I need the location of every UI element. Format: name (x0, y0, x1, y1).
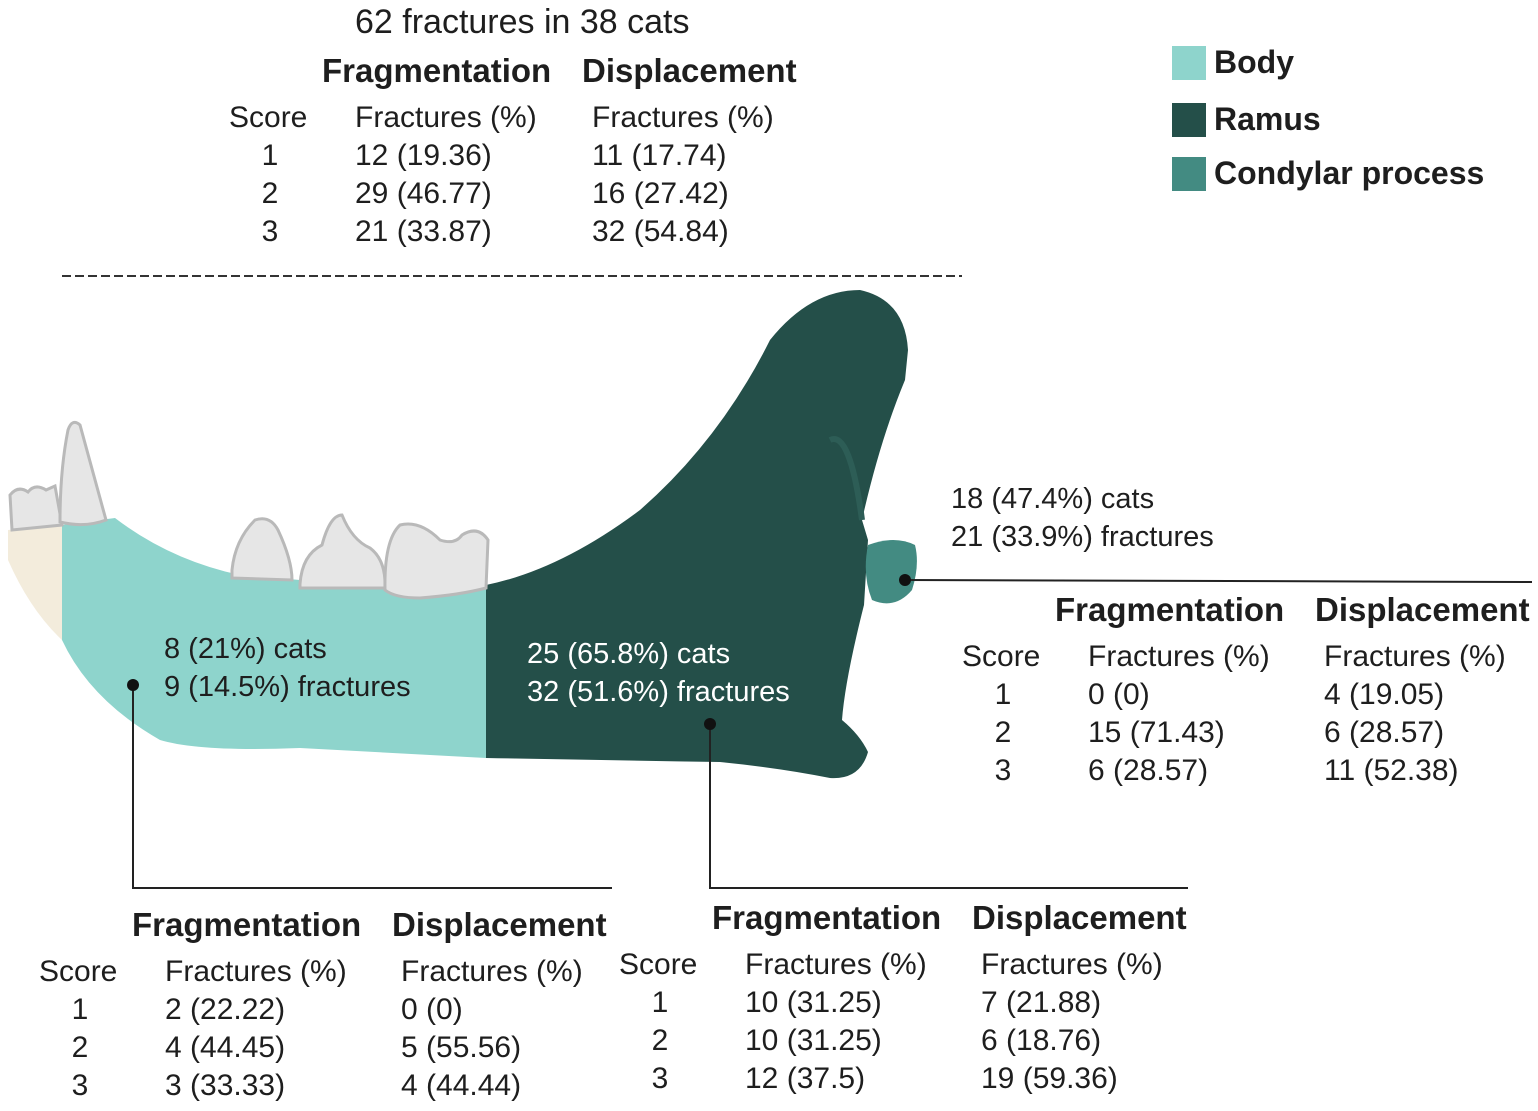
condylar-cats-label: 18 (47.4%) cats (951, 483, 1155, 515)
table-cell: 2 (651, 1024, 669, 1057)
condylar-score-header: Score (962, 640, 1041, 673)
table-cell: 10 (31.25) (745, 986, 882, 1019)
table-cell: 10 (31.25) (745, 1024, 882, 1057)
table-cell: 11 (17.74) (592, 139, 727, 172)
premolar-tooth (230, 517, 294, 582)
condylar-disp-header: Displacement (1315, 591, 1530, 628)
table-cell: 7 (21.88) (981, 986, 1102, 1019)
ramus-cats-label: 25 (65.8%) cats (527, 638, 731, 670)
legend-swatch-body (1172, 46, 1206, 80)
table-cell: 1 (71, 993, 89, 1026)
table-cell: 6 (28.57) (1088, 754, 1209, 787)
table-cell: 5 (55.56) (401, 1031, 522, 1064)
table-cell: 1 (261, 139, 279, 172)
table-cell: 4 (44.45) (165, 1031, 286, 1064)
body-disp-subheader: Fractures (%) (401, 955, 583, 988)
incisor-bone-region (8, 525, 62, 640)
overall-disp-subheader: Fractures (%) (592, 101, 774, 134)
legend-label-condylar: Condylar process (1214, 155, 1485, 191)
condylar-frag-subheader: Fractures (%) (1088, 640, 1270, 673)
table-cell: 29 (46.77) (355, 177, 492, 210)
condylar-region (865, 540, 917, 604)
table-cell: 15 (71.43) (1088, 716, 1225, 749)
legend-swatch-ramus (1172, 103, 1206, 137)
body-disp-header: Displacement (392, 906, 607, 943)
table-cell: 4 (19.05) (1324, 678, 1445, 711)
table-cell: 0 (0) (401, 993, 463, 1026)
body-frag-subheader: Fractures (%) (165, 955, 347, 988)
ramus-fractures-label: 32 (51.6%) fractures (527, 676, 790, 708)
table-cell: 6 (28.57) (1324, 716, 1445, 749)
table-cell: 32 (54.84) (592, 215, 729, 248)
ramus-disp-header: Displacement (972, 899, 1187, 936)
ramus-frag-header: Fragmentation (712, 899, 942, 936)
table-cell: 3 (651, 1062, 669, 1095)
body-score-header: Score (39, 955, 118, 988)
molar-tooth (383, 522, 490, 600)
table-cell: 1 (651, 986, 669, 1019)
ramus-frag-subheader: Fractures (%) (745, 948, 927, 981)
table-cell: 19 (59.36) (981, 1062, 1118, 1095)
legend-label-ramus: Ramus (1214, 101, 1321, 137)
table-cell: 3 (261, 215, 279, 248)
condylar-disp-subheader: Fractures (%) (1324, 640, 1506, 673)
table-cell: 2 (994, 716, 1012, 749)
table-cell: 6 (18.76) (981, 1024, 1102, 1057)
body-frag-header: Fragmentation (132, 906, 362, 943)
body-leader-line (132, 685, 612, 889)
table-cell: 3 (994, 754, 1012, 787)
table-cell: 1 (994, 678, 1012, 711)
table-cell: 12 (37.5) (745, 1062, 866, 1095)
condylar-fractures-label: 21 (33.9%) fractures (951, 521, 1214, 553)
table-cell: 12 (19.36) (355, 139, 492, 172)
table-cell: 2 (22.22) (165, 993, 286, 1026)
table-cell: 3 (33.33) (165, 1069, 286, 1102)
page-title: 62 fractures in 38 cats (355, 3, 690, 41)
ramus-leader-line (709, 724, 1188, 889)
table-cell: 0 (0) (1088, 678, 1150, 711)
body-fractures-label: 9 (14.5%) fractures (164, 671, 411, 703)
premolar-tooth-2 (298, 513, 387, 590)
condylar-leader-line (904, 579, 1533, 583)
body-marker (127, 679, 139, 691)
table-cell: 4 (44.44) (401, 1069, 522, 1102)
overall-frag-subheader: Fractures (%) (355, 101, 537, 134)
table-cell: 16 (27.42) (592, 177, 729, 210)
table-cell: 2 (261, 177, 279, 210)
legend-label-body: Body (1214, 44, 1294, 80)
condylar-frag-header: Fragmentation (1055, 591, 1285, 628)
table-cell: 11 (52.38) (1324, 754, 1459, 787)
canine-tooth (58, 420, 108, 527)
overall-disp-header: Displacement (582, 52, 797, 89)
table-cell: 3 (71, 1069, 89, 1102)
body-cats-label: 8 (21%) cats (164, 633, 327, 665)
incisor-tooth (8, 483, 64, 532)
ramus-marker (704, 718, 716, 730)
ramus-disp-subheader: Fractures (%) (981, 948, 1163, 981)
overall-score-header: Score (229, 101, 308, 134)
ramus-score-header: Score (619, 948, 698, 981)
ramus-region (486, 290, 908, 779)
legend-swatch-condylar (1172, 157, 1206, 191)
condylar-marker (899, 574, 911, 586)
table-cell: 2 (71, 1031, 89, 1064)
overall-frag-header: Fragmentation (322, 52, 552, 89)
body-region (62, 518, 486, 758)
table-cell: 21 (33.87) (355, 215, 492, 248)
